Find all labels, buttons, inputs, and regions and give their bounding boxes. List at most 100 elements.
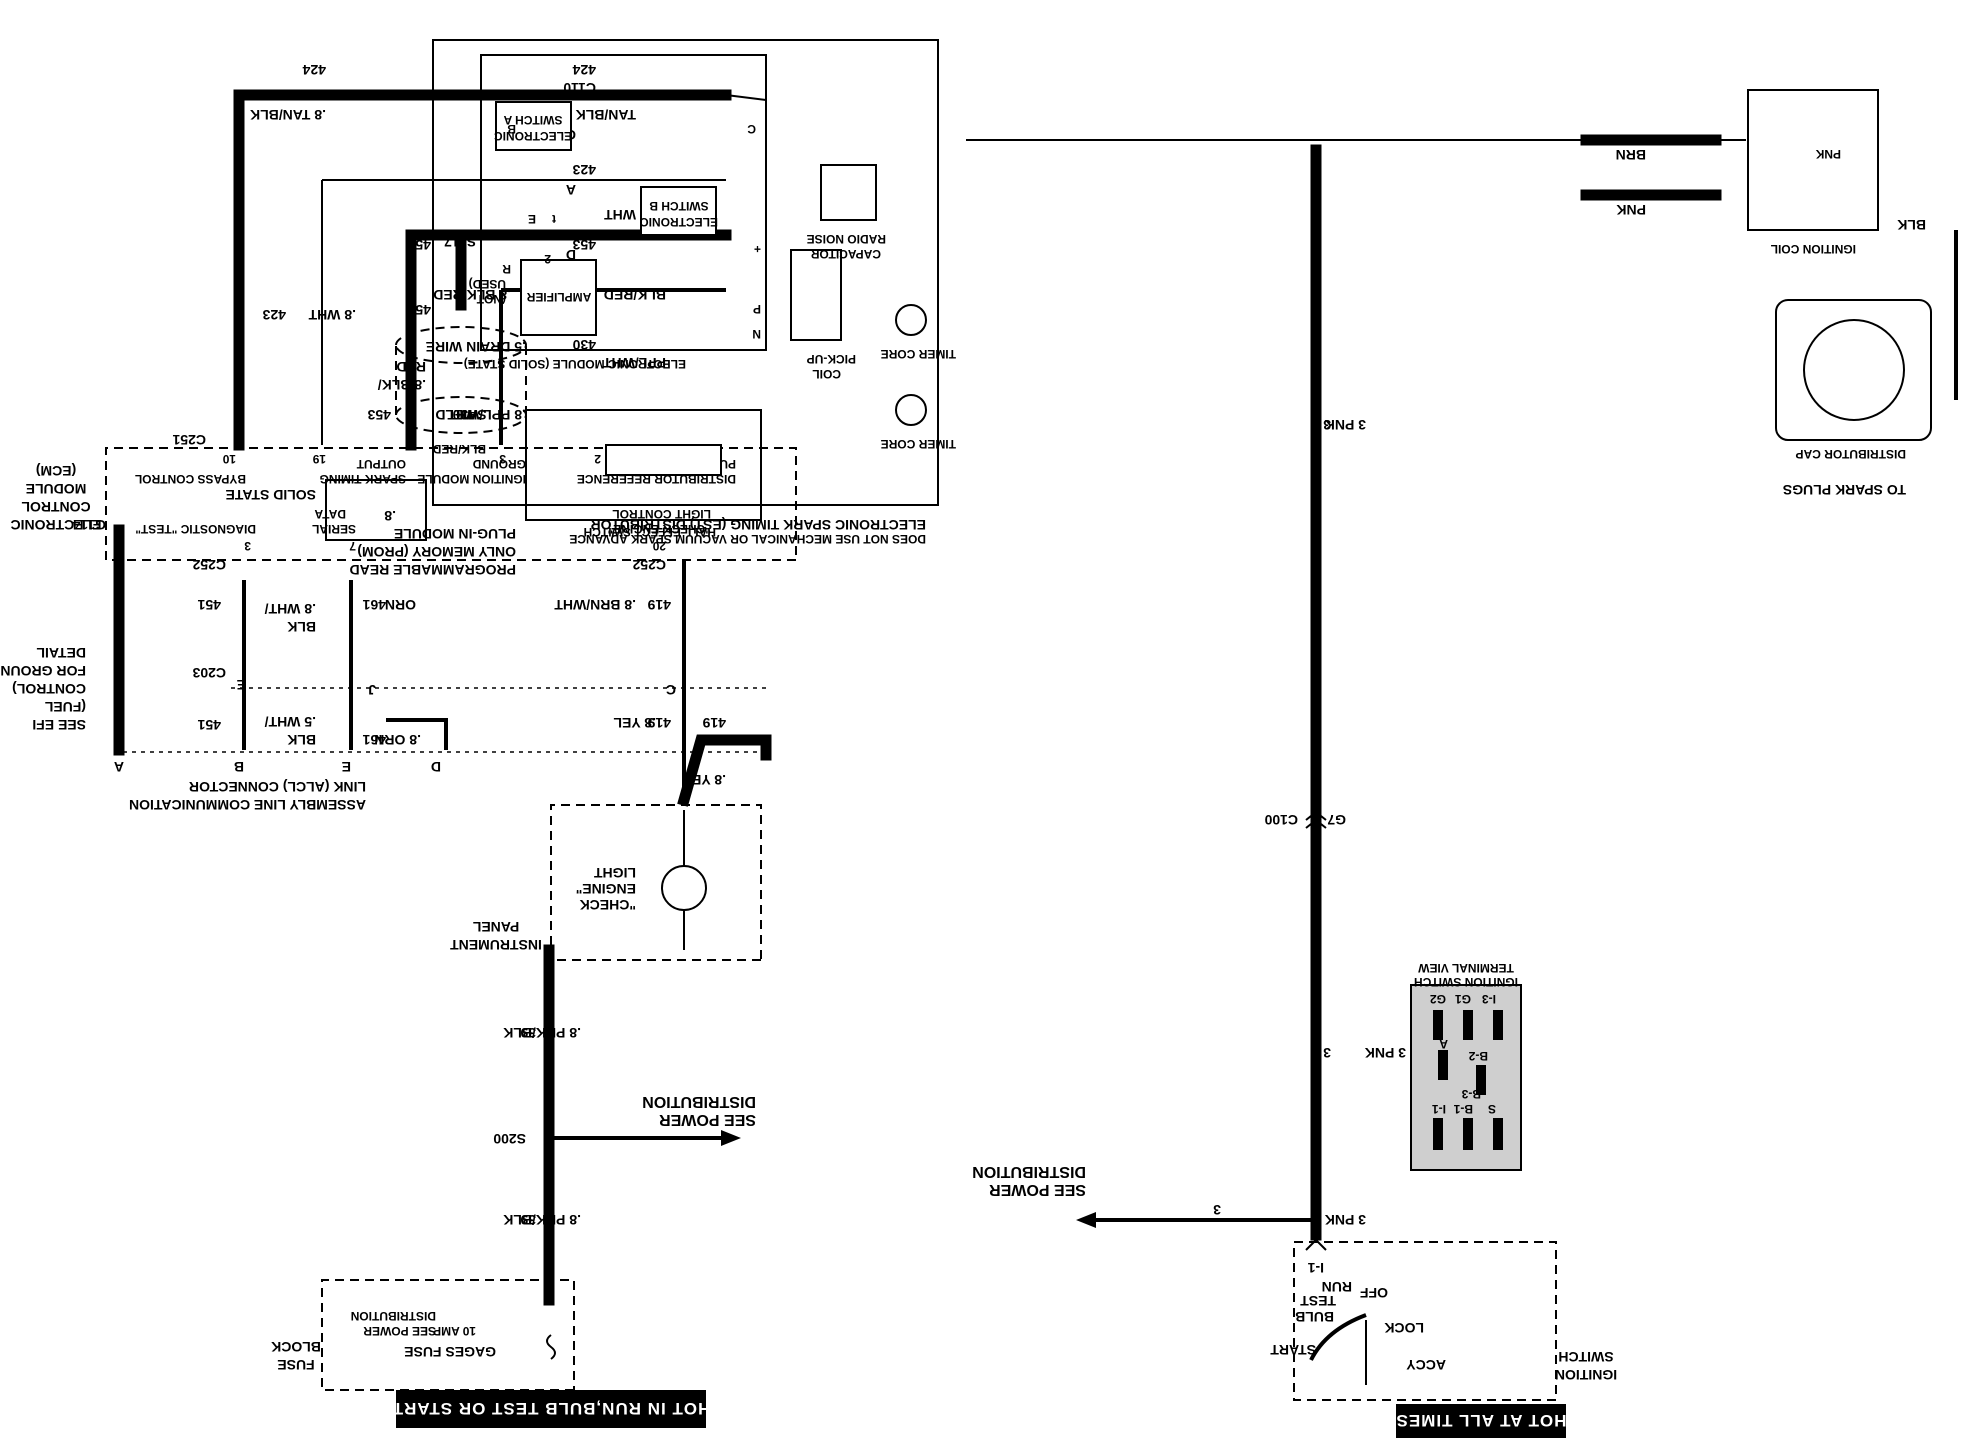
- wire-d-orn: [386, 718, 448, 750]
- wire-blkred3: .8 BLK/: [378, 377, 426, 393]
- w-5wht: .5 WHT/: [265, 714, 316, 730]
- alcl-a: A: [114, 759, 124, 775]
- est-distributor-box: [432, 39, 939, 506]
- module-c-lead: [725, 94, 767, 101]
- ignition-coil-label: IGNITION COIL: [1771, 242, 1856, 256]
- pin-10-desc: BYPASS CONTROL: [135, 472, 246, 486]
- wire-brnwht: .8 BRN/WHT: [554, 597, 636, 613]
- wire-423b: 423: [262, 307, 286, 323]
- prom-module: [325, 479, 427, 541]
- wire-424b: 424: [572, 62, 596, 78]
- wire-wht: .8 WHT: [308, 307, 356, 323]
- label-g7: G7: [1327, 812, 1346, 828]
- pin-19-desc2: OUTPUT: [356, 457, 406, 471]
- label-c110: C110: [563, 80, 596, 96]
- hot-all-times-text: HOT AT ALL TIMES: [1396, 1411, 1567, 1430]
- w451b: 451: [197, 597, 221, 613]
- w-blk2: BLK: [287, 619, 316, 635]
- radio-cap-label2: CAPACITOR: [810, 247, 881, 261]
- alcl-d: D: [431, 759, 441, 775]
- switch-a-box: [495, 101, 572, 151]
- w-8orn: .8 ORN: [374, 732, 421, 748]
- ignition-switch-label2: SWITCH: [1558, 1349, 1613, 1365]
- wire-pplwht2: .8 PPL/WHT: [447, 407, 526, 423]
- fuse-block-box: [321, 1279, 575, 1391]
- wire-pplwht: PPL/WHT: [603, 355, 666, 371]
- timer-core-1: [895, 304, 927, 336]
- wire-tanblk2: TAN/BLK: [576, 107, 636, 123]
- term-i3: I-3: [1482, 992, 1496, 1006]
- ecm-label-3: MODULE: [26, 481, 87, 497]
- timer-core-label: TIMER CORE: [881, 347, 956, 361]
- w461b: 461: [362, 597, 386, 613]
- arrow-see-power: [1076, 1212, 1096, 1228]
- label-c203: C203: [192, 665, 226, 681]
- pos-start: START: [1270, 1342, 1316, 1358]
- check-label-1: "CHECK: [580, 897, 636, 913]
- wire-blkred2: BLK/RED: [604, 287, 666, 303]
- ignition-switch-arc: [1309, 1313, 1367, 1361]
- radio-cap-label: RADIO NOISE: [807, 232, 886, 246]
- distributor-cap-label: DISTRIBUTOR CAP: [1796, 447, 1906, 461]
- hot-in-run-text: HOT IN RUN,BULB TEST OR START: [392, 1399, 711, 1418]
- term-view-label: IGNITION SWITCH: [1414, 975, 1518, 989]
- hall-blkred: BLK/RED: [432, 442, 486, 456]
- pin-3-desc: IGNITION MODULE: [417, 472, 526, 486]
- switch-a-label2: SWITCH A: [503, 113, 562, 127]
- module-e: E: [528, 212, 536, 226]
- wire-419a: 419: [702, 715, 726, 731]
- spark-plugs-label: TO SPARK PLUGS: [1783, 482, 1906, 498]
- wire-pnk-coil-label: PNK: [1616, 202, 1646, 218]
- ignition-switch-label: IGNITION: [1555, 1367, 1617, 1383]
- radio-capacitor-box: [820, 164, 877, 221]
- instrument-label2: PANEL: [472, 919, 519, 935]
- term-b3: B-3: [1461, 1087, 1481, 1101]
- pin-2: 2: [594, 452, 601, 466]
- alcl-e: E: [342, 759, 351, 775]
- pin-10: 10: [222, 452, 236, 466]
- label-g114: G114: [72, 517, 106, 533]
- c110-d: D: [566, 247, 576, 263]
- arrow-s200: [721, 1130, 741, 1146]
- wire-yel1: .8 YEL: [683, 772, 726, 788]
- label-s200: S200: [493, 1131, 526, 1147]
- term-b1: B-1: [1453, 1102, 1473, 1116]
- switch-b-box: [640, 186, 717, 236]
- term-a: A: [1439, 1037, 1448, 1051]
- wire-pnkblk1: .8 PNK/BLK: [503, 1212, 581, 1228]
- prom-label-3: PLUG-IN MODULE: [394, 526, 516, 542]
- prom-label-2: ONLY MEMORY (PROM): [357, 544, 516, 560]
- wire-423a: 423: [572, 162, 596, 178]
- c203-c: C: [666, 682, 676, 698]
- pin-3b: 3: [244, 539, 251, 553]
- w-8wht: .8 WHT/: [265, 601, 316, 617]
- module-c: C: [747, 122, 756, 136]
- prom-label-1: PROGRAMMABLE READ: [350, 562, 516, 578]
- w-orn: ORN: [385, 597, 416, 613]
- pin-7-desc2: DATA: [314, 507, 346, 521]
- pickup-coil-box: [790, 249, 842, 341]
- wire-blk-label: BLK: [1897, 217, 1926, 233]
- module-r: R: [502, 262, 511, 276]
- term-i1: I-1: [1432, 1102, 1446, 1116]
- alcl-label2: LINK (ALCL) CONNECTOR: [189, 779, 366, 795]
- pos-test: TEST: [1300, 1293, 1336, 1309]
- solid-state-label: SOLID STATE: [226, 487, 316, 503]
- pin-3: 3: [499, 452, 506, 466]
- pin-7: 7: [349, 539, 356, 553]
- term-g2: G2: [1430, 992, 1446, 1006]
- see-power-label: SEE POWER: [989, 1181, 1086, 1198]
- wire-blkred: .8 BLK/RED: [433, 287, 511, 303]
- fb-see-power: SEE POWER: [363, 1324, 436, 1338]
- wire-label-3c: 3: [1213, 1202, 1221, 1218]
- pos-i1: I-1: [1307, 1260, 1324, 1276]
- hot-all-times-banner: [1396, 1404, 1566, 1438]
- wire-yel2: .8 YEL: [613, 715, 656, 731]
- label-s117: S117: [444, 234, 476, 250]
- switch-b-label2: SWITCH B: [649, 199, 709, 213]
- not-used-label2: USED): [469, 277, 506, 291]
- ecm-label-4: (ECM): [36, 463, 76, 479]
- ignition-coil-box: [1747, 89, 1879, 231]
